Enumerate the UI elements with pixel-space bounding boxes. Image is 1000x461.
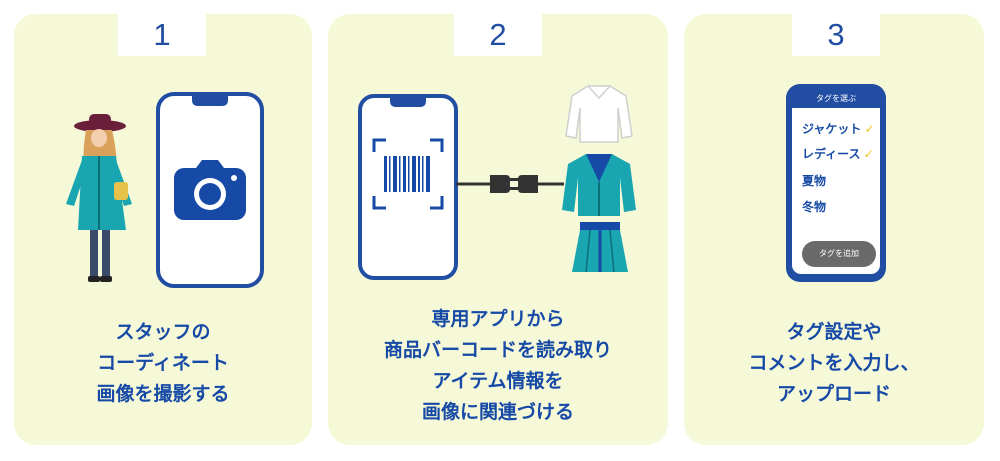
step-caption-3: タグ設定や コメントを入力し、 アップロード <box>684 317 984 410</box>
caption-line: スタッフの <box>115 321 211 343</box>
caption-line: アイテム情報を <box>432 370 564 392</box>
caption-line: アップロード <box>776 383 891 405</box>
tag-item-jacket[interactable]: ジャケット✓ <box>802 120 874 137</box>
skirt-icon <box>572 222 628 273</box>
caption-line: 専用アプリから <box>431 308 565 330</box>
caption-line: タグ設定や <box>786 321 882 343</box>
step-caption-1: スタッフの コーディネート 画像を撮影する <box>14 317 312 410</box>
caption-line: コメントを入力し、 <box>748 352 920 374</box>
tag-label: ジャケット <box>802 122 862 136</box>
tag-item-winter[interactable]: 冬物 <box>802 198 826 215</box>
staff-illustration <box>66 114 132 282</box>
caption-line: 商品バーコードを読み取り <box>383 339 612 361</box>
plug-icon <box>456 175 564 193</box>
jacket-icon <box>562 154 636 216</box>
check-icon: ✓ <box>863 147 874 161</box>
camera-icon <box>174 160 246 220</box>
step-number-2: 2 <box>454 14 542 56</box>
step-caption-2: 専用アプリから 商品バーコードを読み取り アイテム情報を 画像に関連づける <box>328 304 668 428</box>
check-icon: ✓ <box>864 122 875 136</box>
add-tag-button[interactable]: タグを追加 <box>802 241 876 267</box>
caption-line: 画像に関連づける <box>421 401 574 423</box>
caption-line: 画像を撮影する <box>96 383 230 405</box>
step-number-3: 3 <box>792 14 880 56</box>
barcode-icon <box>372 138 444 210</box>
step-card-1: 1 <box>14 14 312 445</box>
step-card-3: 3 タグを選ぶ ジャケット✓ レディース✓ 夏物 冬物 タグを追加 タグ設 <box>684 14 984 445</box>
caption-line: コーディネート <box>97 352 229 374</box>
tag-label: 冬物 <box>802 200 827 214</box>
tag-item-ladies[interactable]: レディース✓ <box>802 145 874 162</box>
tag-select-header: タグを選ぶ <box>816 94 856 103</box>
step-card-2: 2 <box>328 14 668 445</box>
tag-select-phone: タグを選ぶ ジャケット✓ レディース✓ 夏物 冬物 タグを追加 <box>786 84 886 282</box>
phone-screen: ジャケット✓ レディース✓ 夏物 冬物 タグを追加 <box>792 108 880 274</box>
tag-label: レディース <box>802 147 861 161</box>
step-number-1: 1 <box>118 14 206 56</box>
shirt-icon <box>565 85 633 143</box>
tag-label: 夏物 <box>802 174 827 188</box>
tag-item-summer[interactable]: 夏物 <box>802 172 826 189</box>
